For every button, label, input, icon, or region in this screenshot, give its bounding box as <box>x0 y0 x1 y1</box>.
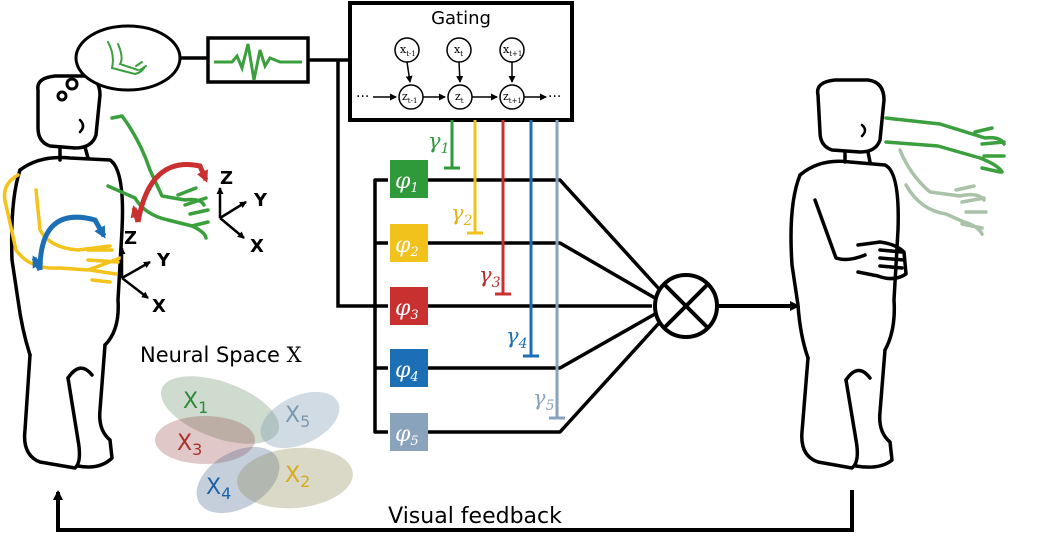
gating-box: Gating ··· ··· xt-1 xt xt+1 zt-1 zt zt+1 <box>348 1 574 122</box>
gating-node-z-prev: zt-1 <box>402 90 417 105</box>
lower-axis-x: X <box>152 296 166 317</box>
gating-node-x-cur: xt <box>454 43 463 58</box>
gamma-label-5: γ5 <box>533 386 555 414</box>
blue-rotation-arrow-tail <box>31 255 44 272</box>
cluster-label-x5: X5 <box>285 403 310 431</box>
upper-axis-x: X <box>250 236 264 257</box>
upper-coordinate-frame <box>216 187 247 239</box>
neural-space-title: Neural Space X <box>140 343 302 367</box>
left-yellow-arm <box>2 173 122 284</box>
cluster-label-x2: X2 <box>285 463 310 491</box>
cluster-label-x4: X4 <box>206 475 231 503</box>
gating-node-x-next: xt+1 <box>503 43 522 58</box>
signal-trunk-line <box>336 60 388 308</box>
red-rotation-arrow-tail <box>130 205 143 223</box>
gamma-lines <box>444 120 565 420</box>
primitive-box-2: φ2 <box>390 224 428 262</box>
gamma-label-2: γ2 <box>451 201 473 229</box>
svg-text:φ1: φ1 <box>395 169 419 196</box>
primitive-box-3: φ3 <box>390 287 428 325</box>
primitive-box-4: φ4 <box>390 349 428 387</box>
gamma-label-3: γ3 <box>479 263 501 291</box>
lower-coordinate-frame <box>118 247 151 299</box>
right-green-arm <box>884 116 1006 174</box>
visual-feedback-label: Visual feedback <box>388 504 562 529</box>
cluster-label-x1: X1 <box>183 389 208 417</box>
product-combiner-icon <box>653 273 719 339</box>
thought-bubble <box>56 24 182 102</box>
gating-title: Gating <box>431 8 491 29</box>
right-ghost-arm <box>898 148 988 236</box>
svg-text:φ3: φ3 <box>395 296 419 323</box>
neural-space-clusters <box>155 376 353 514</box>
right-human-figure <box>789 78 908 470</box>
lower-axis-y: Y <box>156 250 171 271</box>
upper-axis-z: Z <box>220 168 233 189</box>
primitive-box-5: φ5 <box>390 413 428 451</box>
gamma-label-1: γ1 <box>428 129 449 157</box>
svg-text:φ2: φ2 <box>395 233 419 260</box>
primitive-box-1: φ1 <box>390 160 428 198</box>
cluster-label-x3: X3 <box>177 431 202 459</box>
left-human-figure <box>9 74 125 470</box>
primitive-branches <box>373 178 662 434</box>
visual-feedback-loop <box>53 490 854 532</box>
lower-axis-z: Z <box>124 228 137 249</box>
gating-dots-left: ··· <box>356 89 369 105</box>
svg-text:φ5: φ5 <box>395 422 419 449</box>
gating-node-x-prev: xt-1 <box>400 43 416 58</box>
gating-node-z-next: zt+1 <box>503 90 522 105</box>
neural-signal-waveform-icon <box>214 43 302 81</box>
thought-arm-sketch-icon <box>107 41 147 76</box>
gating-dots-right: ··· <box>548 89 561 105</box>
gating-node-z-cur: zt <box>455 90 464 105</box>
upper-axis-y: Y <box>253 190 268 211</box>
gamma-label-4: γ4 <box>506 324 527 352</box>
svg-text:φ4: φ4 <box>395 358 419 385</box>
